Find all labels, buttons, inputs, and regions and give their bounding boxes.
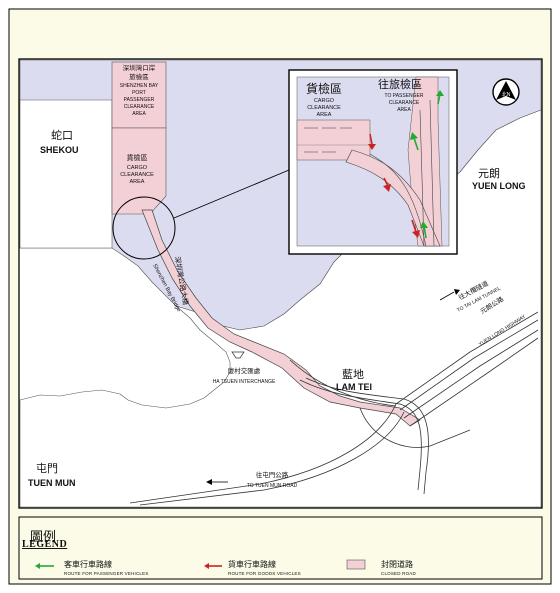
yuen-long-zh: 元朗 [478, 167, 500, 180]
tuen-mun-road-en: TO TUEN MUN ROAD [247, 483, 298, 489]
shekou-land [19, 99, 113, 249]
legend-box [18, 516, 543, 580]
legend-item-goods-en: ROUTE FOR GOODS VEHICLES [228, 571, 301, 576]
inset-cargo-zh: 貨檢區 [306, 81, 342, 96]
legend-item-passenger-en: ROUTE FOR PASSENGER VEHICLES [64, 571, 149, 576]
sz-port-zh-2: 旅檢區 [129, 72, 149, 81]
sz-port-en-3: PASSENGER [124, 97, 155, 103]
inset-cargo-en-1: CARGO [314, 98, 335, 104]
sz-port-en-1: SHENZHEN BAY [120, 83, 159, 89]
passenger-route-arrows [410, 90, 444, 239]
legend-title-en: LEGEND [22, 539, 68, 550]
inset-cargo-en-3: AREA [317, 112, 332, 118]
yuen-long-en: YUEN LONG [472, 181, 526, 191]
shekou-zh: 蛇口 [51, 128, 73, 142]
cargo-en-1: CARGO [127, 165, 148, 171]
sz-port-en-2: PORT [132, 90, 146, 96]
cargo-en-2: CLEARANCE [120, 172, 154, 178]
legend-item-goods: 貨車行車路線 ROUTE FOR GOODS VEHICLES [228, 559, 301, 576]
zoom-connector [173, 169, 290, 219]
legend-item-passenger: 客車行車路線 ROUTE FOR PASSENGER VEHICLES [64, 559, 149, 576]
legend-closed-road-swatch [346, 559, 366, 570]
legend-item-closed-road-en: CLOSED ROAD [381, 571, 416, 576]
highway-network [129, 311, 539, 506]
sz-port-en-4: CLEARANCE [124, 104, 155, 110]
goods-route-arrows [368, 133, 420, 238]
legend-passenger-arrow-icon [35, 563, 54, 569]
tuen-mun-zh: 屯門 [36, 462, 58, 475]
port-cargo-area [111, 127, 167, 215]
tuen-mun-road-arrow-icon [206, 479, 228, 485]
legend-item-closed-road-zh: 封閉道路 [381, 560, 413, 569]
inset-passenger-zh: 往旅檢區 [378, 77, 422, 91]
port-passenger-area [111, 61, 167, 129]
legend-item-passenger-zh: 客車行車路線 [64, 560, 112, 569]
cargo-en-3: AREA [130, 179, 145, 185]
ha-tsuen-zh: 廈村交匯處 [228, 366, 261, 375]
inset-passenger-en-1: TO PASSENGER [385, 93, 424, 99]
legend-goods-arrow-icon [204, 563, 222, 569]
tuen-mun-en: TUEN MUN [28, 478, 76, 488]
inset-passenger-en-3: AREA [397, 107, 411, 113]
ha-tsuen-en: HA TSUEN INTERCHANGE [213, 379, 276, 385]
cargo-zh: 貨檢區 [127, 153, 148, 162]
legend-item-goods-zh: 貨車行車路線 [228, 560, 276, 569]
inset-cargo-en-2: CLEARANCE [307, 105, 341, 111]
inset-passenger-en-2: CLEARANCE [389, 100, 420, 106]
zoom-circle [112, 196, 176, 260]
lam-tei-zh: 藍地 [342, 368, 364, 381]
legend-title-zh: 圖例 [30, 529, 57, 544]
lam-tei-en: LAM TEI [336, 382, 372, 392]
ha-tsuen-interchange-marker [231, 351, 245, 359]
inset-map: 貨檢區 CARGO CLEARANCE AREA 往旅檢區 TO PASSENG… [288, 69, 458, 255]
sz-port-en-5: AREA [132, 111, 146, 117]
shekou-en: SHEKOU [40, 145, 79, 155]
north-arrow-icon: 北N [492, 78, 520, 106]
sz-port-zh-1: 深圳灣口岸 [123, 63, 156, 72]
north-arrow-label: 北N [502, 91, 511, 98]
tai-lam-arrow-icon [439, 289, 460, 301]
tuen-mun-road-zh: 往屯門公路 [256, 470, 289, 479]
legend-item-closed-road: 封閉道路 CLOSED ROAD [381, 559, 416, 576]
